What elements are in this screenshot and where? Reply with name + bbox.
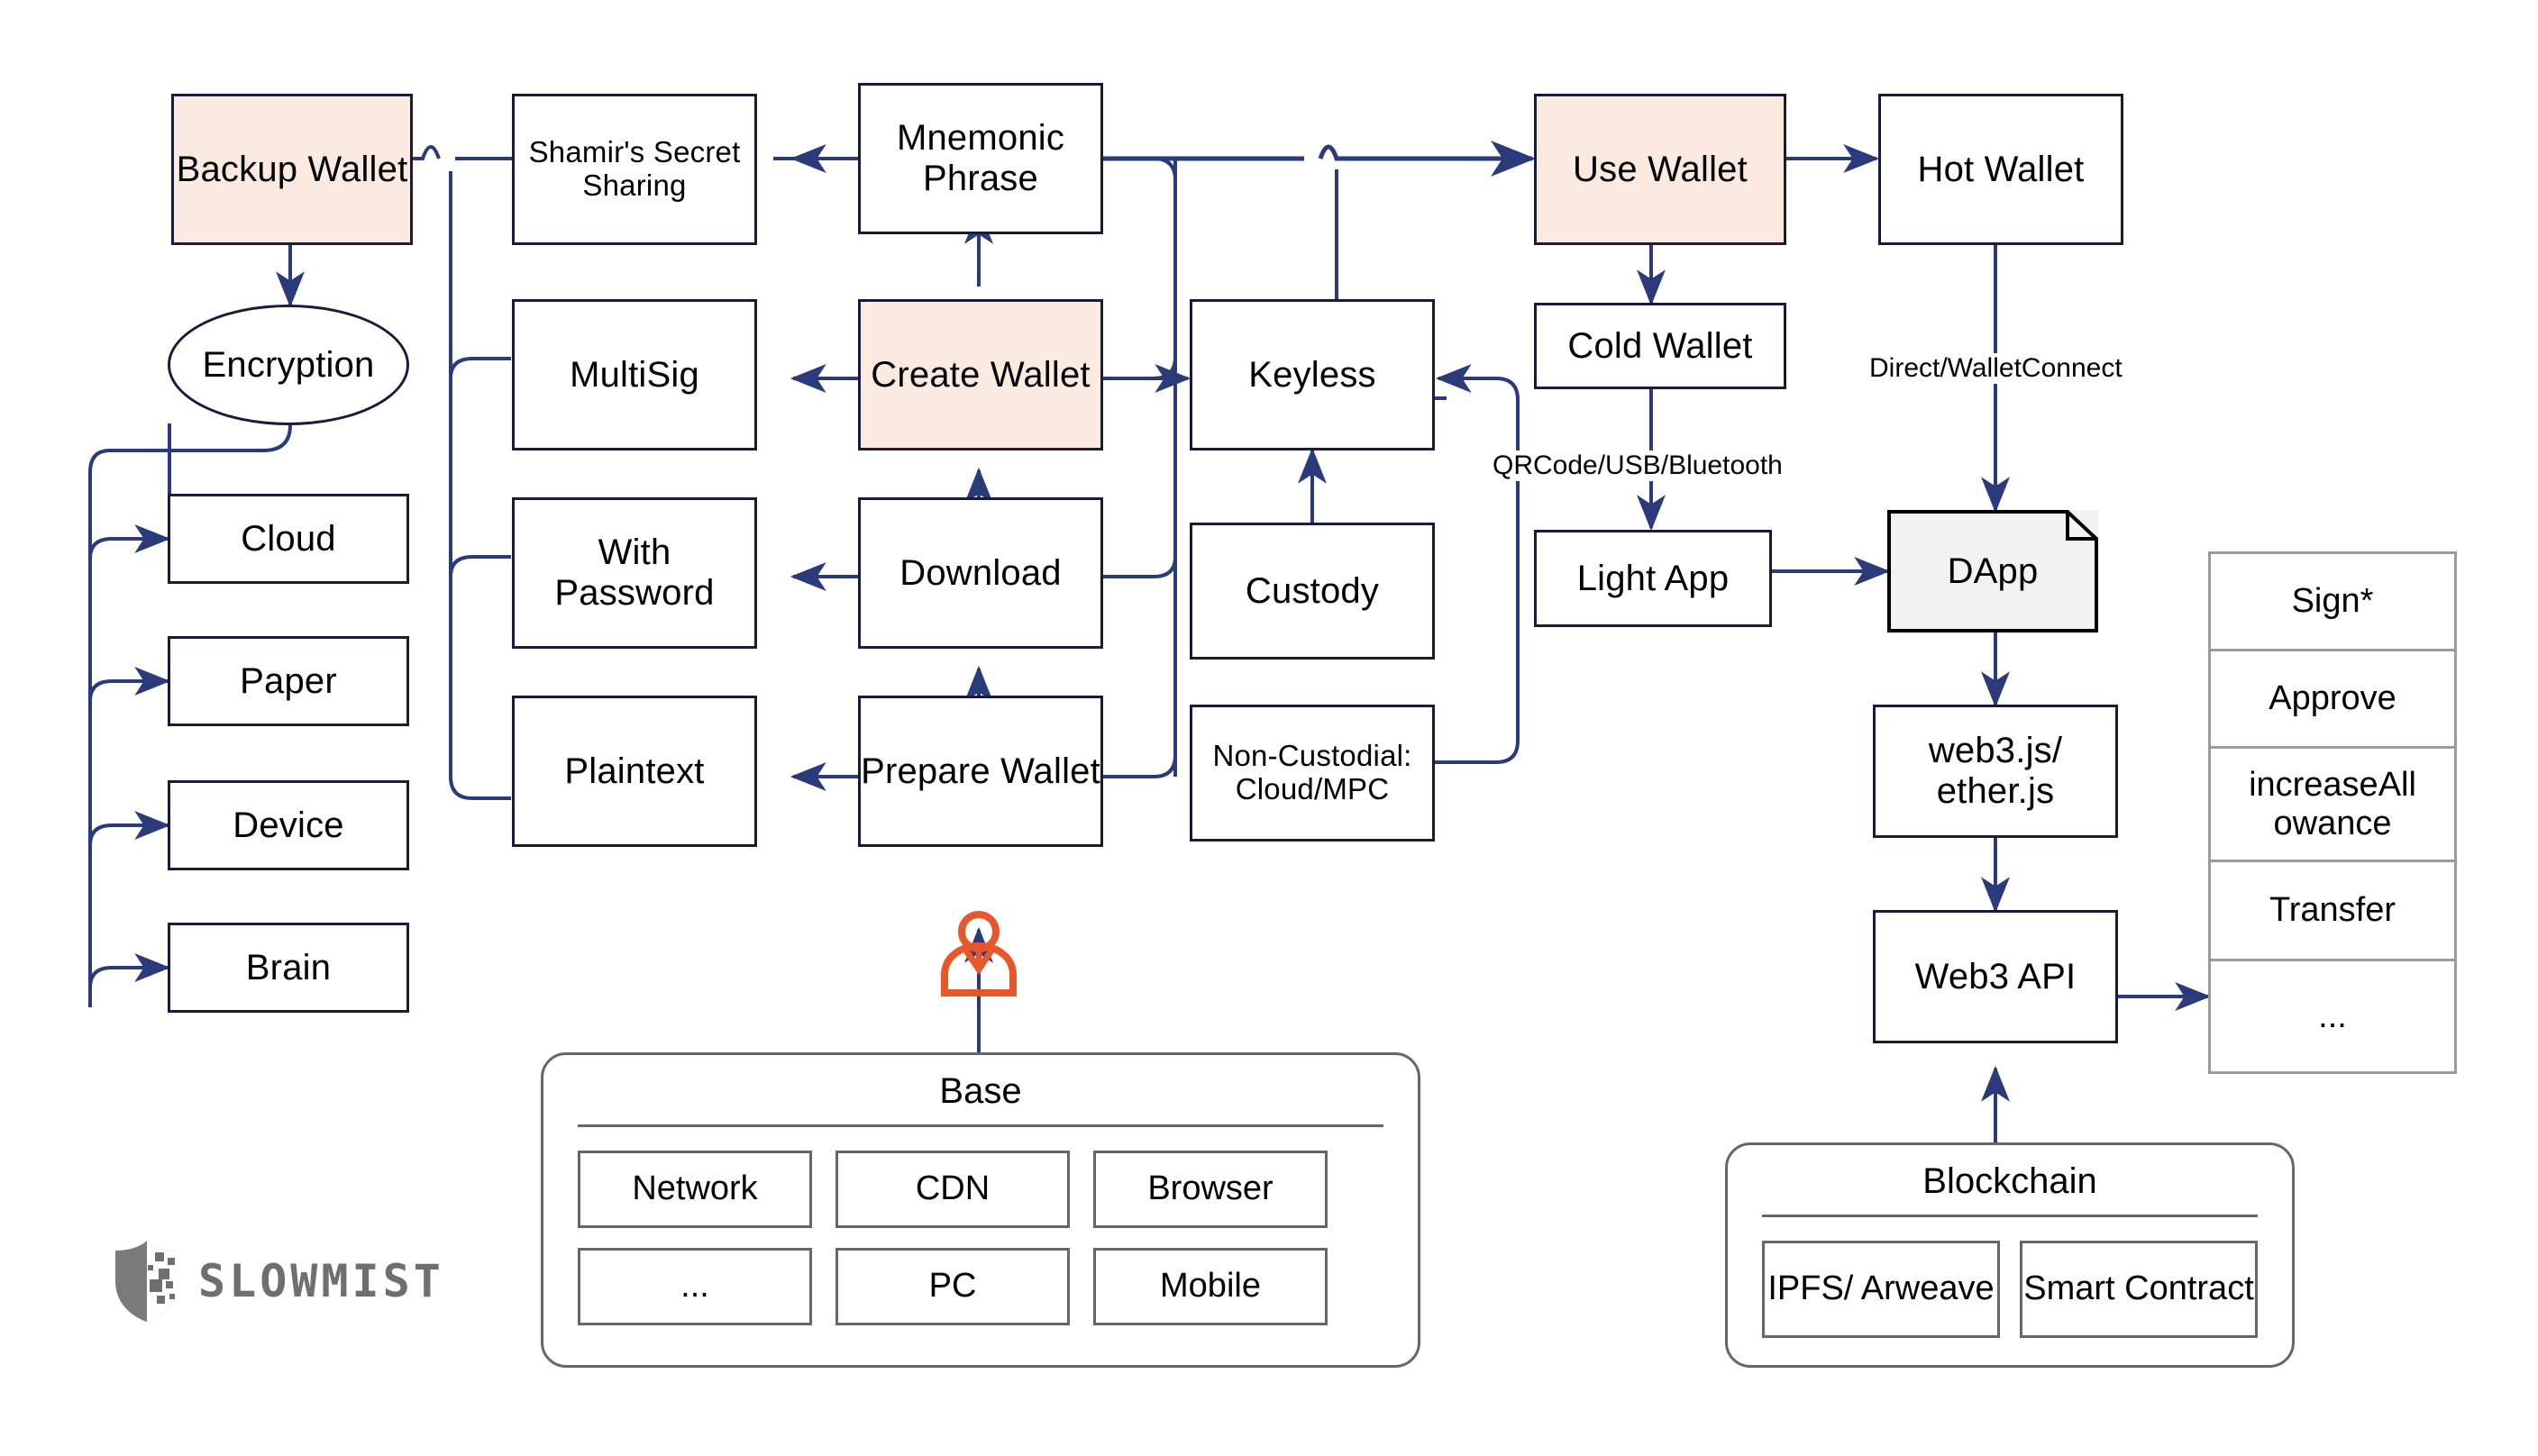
node-download[interactable]: Download	[858, 497, 1103, 649]
person-glyph-icon	[941, 911, 1017, 996]
node-with-password[interactable]: With Password	[512, 497, 757, 649]
group-blockchain-title: Blockchain	[1922, 1161, 2097, 1201]
action-row-4[interactable]: ...	[2318, 996, 2347, 1035]
action-row-0[interactable]: Sign*	[2211, 554, 2454, 651]
node-hot-wallet[interactable]: Hot Wallet	[1878, 94, 2123, 245]
group-blockchain-grid: IPFS/ Arweave Smart Contract	[1728, 1217, 2292, 1361]
action-row-2[interactable]: increaseAll owance	[2211, 749, 2454, 862]
node-dapp[interactable]: DApp	[1887, 510, 2098, 632]
node-multisig[interactable]: MultiSig	[512, 299, 757, 450]
node-custody[interactable]: Custody	[1190, 523, 1435, 660]
group-base-title: Base	[939, 1071, 1022, 1111]
chip-browser[interactable]: Browser	[1093, 1151, 1328, 1228]
edge-label-direct-walletconnect: Direct/WalletConnect	[1866, 353, 2126, 384]
slowmist-wordmark: SLOWMIST	[198, 1255, 444, 1307]
chip-ellipsis[interactable]: ...	[578, 1248, 812, 1325]
group-blockchain: Blockchain IPFS/ Arweave Smart Contract	[1725, 1142, 2295, 1368]
chip-smart-contract[interactable]: Smart Contract	[2020, 1241, 2258, 1338]
document-shape-icon	[1887, 510, 2098, 632]
group-base: Base Network CDN Browser ... PC Mobile	[541, 1052, 1420, 1368]
group-blockchain-divider	[1762, 1215, 2258, 1217]
node-keyless[interactable]: Keyless	[1190, 299, 1435, 450]
chip-cdn[interactable]: CDN	[835, 1151, 1070, 1228]
node-shamirs-secret-sharing[interactable]: Shamir's Secret Sharing	[512, 94, 757, 245]
node-plaintext[interactable]: Plaintext	[512, 696, 757, 847]
node-dapp-label: DApp	[1947, 551, 2039, 591]
node-brain[interactable]: Brain	[168, 923, 409, 1013]
group-base-grid: Network CDN Browser ... PC Mobile	[543, 1127, 1418, 1349]
action-row-3[interactable]: Transfer	[2211, 862, 2454, 961]
chip-network[interactable]: Network	[578, 1151, 812, 1228]
chip-ipfs-arweave[interactable]: IPFS/ Arweave	[1762, 1241, 2000, 1338]
user-actor-icon	[934, 910, 1024, 996]
node-prepare-wallet[interactable]: Prepare Wallet	[858, 696, 1103, 847]
chip-pc[interactable]: PC	[835, 1248, 1070, 1325]
chip-mobile[interactable]: Mobile	[1093, 1248, 1328, 1325]
node-cloud[interactable]: Cloud	[168, 494, 409, 584]
node-backup-wallet[interactable]: Backup Wallet	[171, 94, 413, 245]
node-paper[interactable]: Paper	[168, 636, 409, 726]
node-use-wallet[interactable]: Use Wallet	[1534, 94, 1786, 245]
node-cold-wallet[interactable]: Cold Wallet	[1534, 303, 1786, 389]
node-light-app[interactable]: Light App	[1534, 530, 1772, 627]
node-web3-api[interactable]: Web3 API	[1873, 910, 2118, 1043]
slowmist-logo: SLOWMIST	[108, 1238, 444, 1324]
edge-label-qrcode-usb-bluetooth: QRCode/USB/Bluetooth	[1489, 450, 1786, 481]
node-create-wallet[interactable]: Create Wallet	[858, 299, 1103, 450]
node-web3-libs[interactable]: web3.js/ ether.js	[1873, 705, 2118, 838]
shield-icon	[115, 1241, 178, 1322]
node-device[interactable]: Device	[168, 780, 409, 870]
node-encryption[interactable]: Encryption	[168, 305, 409, 425]
action-table: Sign* Approve increaseAll owance Transfe…	[2208, 551, 2457, 1074]
node-non-custodial[interactable]: Non-Custodial: Cloud/MPC	[1190, 705, 1435, 842]
group-base-divider	[578, 1124, 1383, 1127]
action-row-1[interactable]: Approve	[2211, 651, 2454, 749]
node-mnemonic-phrase[interactable]: Mnemonic Phrase	[858, 83, 1103, 234]
